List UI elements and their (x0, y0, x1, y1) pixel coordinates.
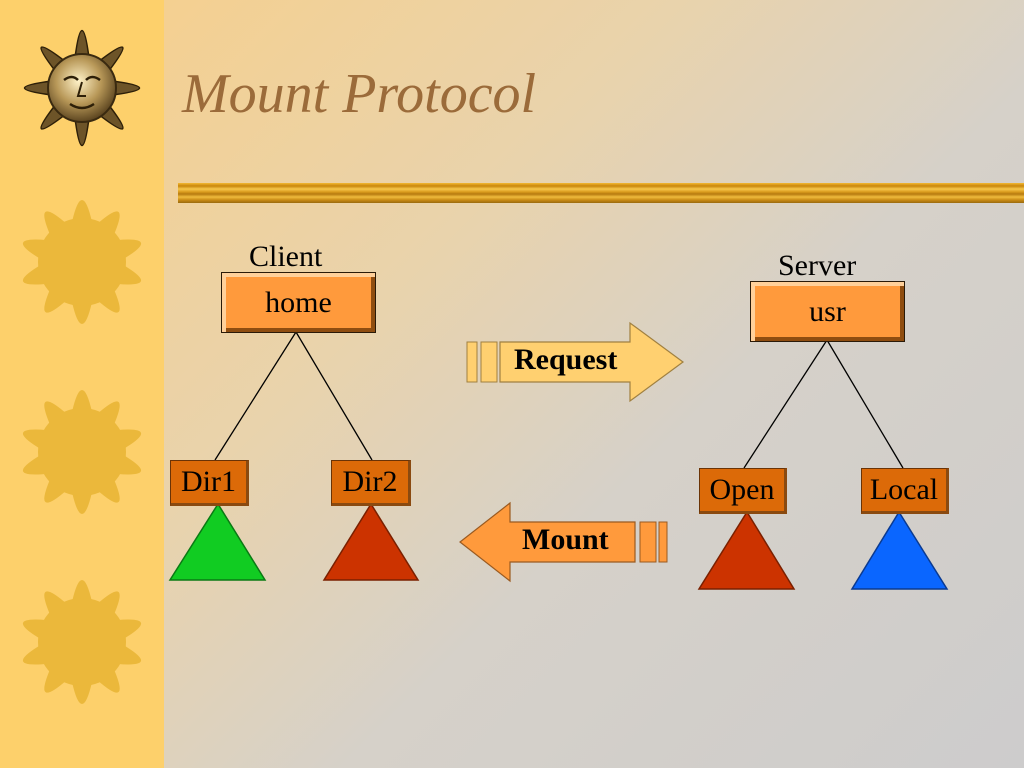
client-dir2-node: Dir2 (331, 460, 411, 506)
mount-arrow-stripe (639, 521, 657, 563)
local-subtree-triangle (850, 510, 949, 590)
request-arrow-stripe (466, 341, 478, 383)
mount-label: Mount (522, 523, 609, 556)
server-tree-edges (743, 339, 904, 469)
server-local-node: Local (861, 468, 949, 514)
client-tree-edges (214, 331, 373, 461)
edge-home-dir2 (295, 331, 373, 461)
client-caption: Client (249, 240, 323, 273)
server-root-node: usr (750, 281, 905, 342)
edge-usr-local (826, 339, 904, 469)
server-open-node: Open (699, 468, 787, 514)
sun-icon (22, 200, 142, 324)
dir2-subtree-triangle (322, 502, 420, 581)
sun-border-strip (0, 0, 164, 768)
mount-arrow (459, 501, 668, 583)
mount-arrow-body (459, 501, 636, 583)
mount-arrow-stripe (658, 521, 668, 563)
sun-face-icon (24, 30, 140, 146)
edge-usr-open (743, 339, 828, 469)
sun-icon (22, 580, 142, 704)
request-arrow (466, 321, 685, 403)
request-label: Request (514, 343, 618, 376)
request-arrow-stripe (480, 341, 498, 383)
client-root-node: home (221, 272, 376, 333)
server-caption: Server (778, 249, 857, 282)
open-subtree-triangle (697, 510, 796, 590)
sun-decorations (22, 30, 142, 704)
dir1-subtree-triangle (168, 502, 267, 581)
request-arrow-body (499, 321, 685, 403)
edge-home-dir1 (214, 331, 297, 461)
title-divider (178, 183, 1024, 203)
sun-icon (22, 390, 142, 514)
client-dir1-node: Dir1 (170, 460, 249, 506)
slide-title: Mount Protocol (182, 63, 537, 125)
